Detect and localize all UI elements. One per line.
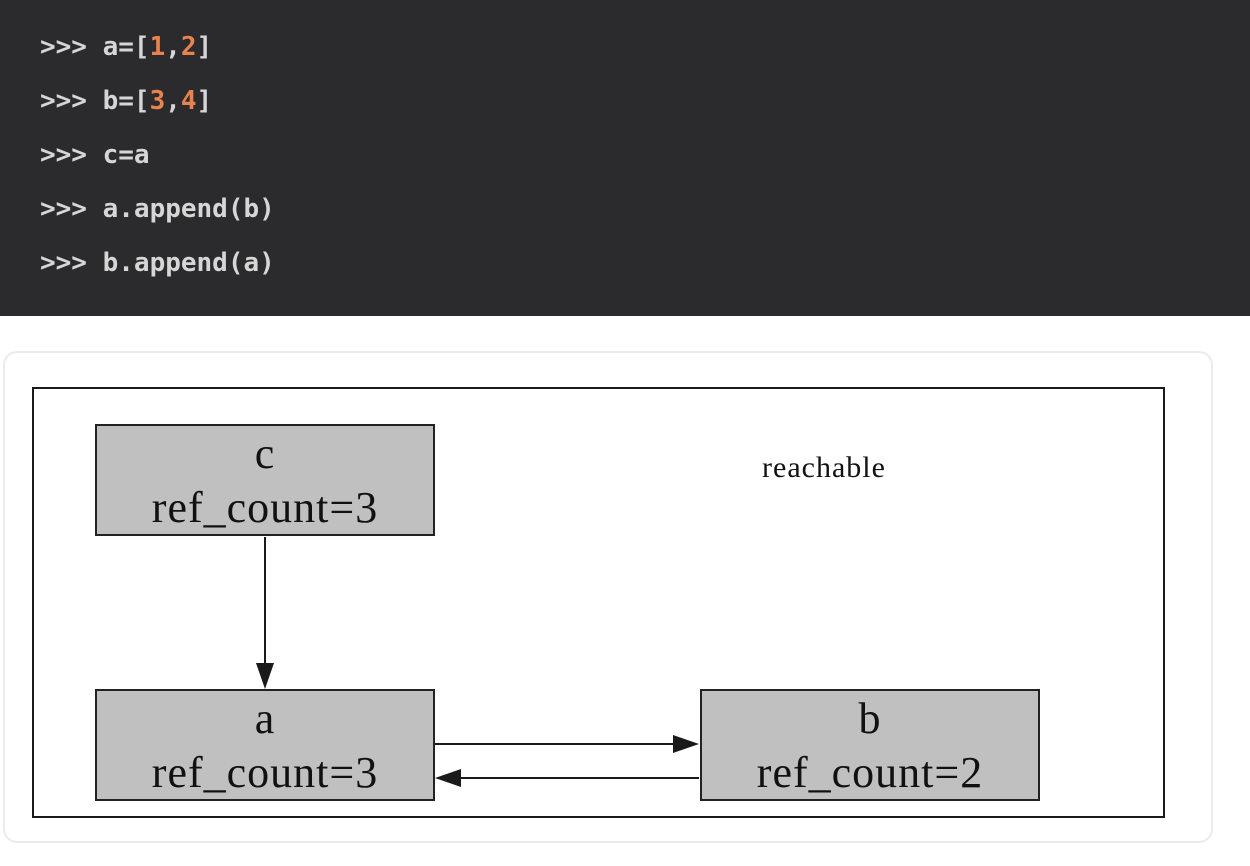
node-a-refcount: ref_count=3 bbox=[151, 748, 379, 797]
python-repl-code-block: >>> a=[1,2] >>> b=[3,4] >>> c=a >>> a.ap… bbox=[0, 0, 1250, 316]
node-a-name: a bbox=[254, 694, 276, 743]
code-segment: , bbox=[165, 32, 181, 62]
diagram-frame: c ref_count=3 a ref_count=3 b ref_count=… bbox=[32, 387, 1165, 818]
code-line: >>> b=[3,4] bbox=[40, 74, 1250, 128]
node-b: b ref_count=2 bbox=[700, 689, 1040, 801]
node-c-name: c bbox=[254, 429, 276, 478]
code-segment: ] bbox=[196, 32, 213, 62]
code-segment: >>> c=a bbox=[40, 140, 150, 170]
code-segment: ] bbox=[196, 86, 213, 116]
code-line: >>> b.append(a) bbox=[40, 236, 1250, 290]
code-segment: , bbox=[165, 86, 181, 116]
code-segment: 2 bbox=[180, 32, 197, 62]
reachable-label: reachable bbox=[762, 451, 886, 484]
code-segment: >>> b.append(a) bbox=[40, 248, 275, 278]
code-line: >>> a=[1,2] bbox=[40, 20, 1250, 74]
arrowhead-b-a-icon bbox=[435, 769, 461, 787]
node-c: c ref_count=3 bbox=[95, 424, 435, 536]
code-line: >>> c=a bbox=[40, 128, 1250, 182]
node-c-refcount: ref_count=3 bbox=[151, 483, 379, 532]
diagram-canvas: c ref_count=3 a ref_count=3 b ref_count=… bbox=[34, 389, 1163, 816]
diagram-card: c ref_count=3 a ref_count=3 b ref_count=… bbox=[3, 351, 1213, 843]
code-line: >>> a.append(b) bbox=[40, 182, 1250, 236]
code-segment: 1 bbox=[149, 32, 166, 62]
arrowhead-a-b-icon bbox=[673, 735, 699, 753]
arrowhead-c-a-icon bbox=[256, 663, 274, 689]
node-b-refcount: ref_count=2 bbox=[756, 748, 984, 797]
code-segment: 4 bbox=[180, 86, 197, 116]
arrows-layer bbox=[256, 537, 699, 787]
code-segment: 3 bbox=[149, 86, 166, 116]
code-segment: >>> b=[ bbox=[40, 86, 150, 116]
node-b-name: b bbox=[858, 694, 882, 743]
node-a: a ref_count=3 bbox=[95, 689, 435, 801]
code-segment: >>> a=[ bbox=[40, 32, 150, 62]
code-segment: >>> a.append(b) bbox=[40, 194, 275, 224]
